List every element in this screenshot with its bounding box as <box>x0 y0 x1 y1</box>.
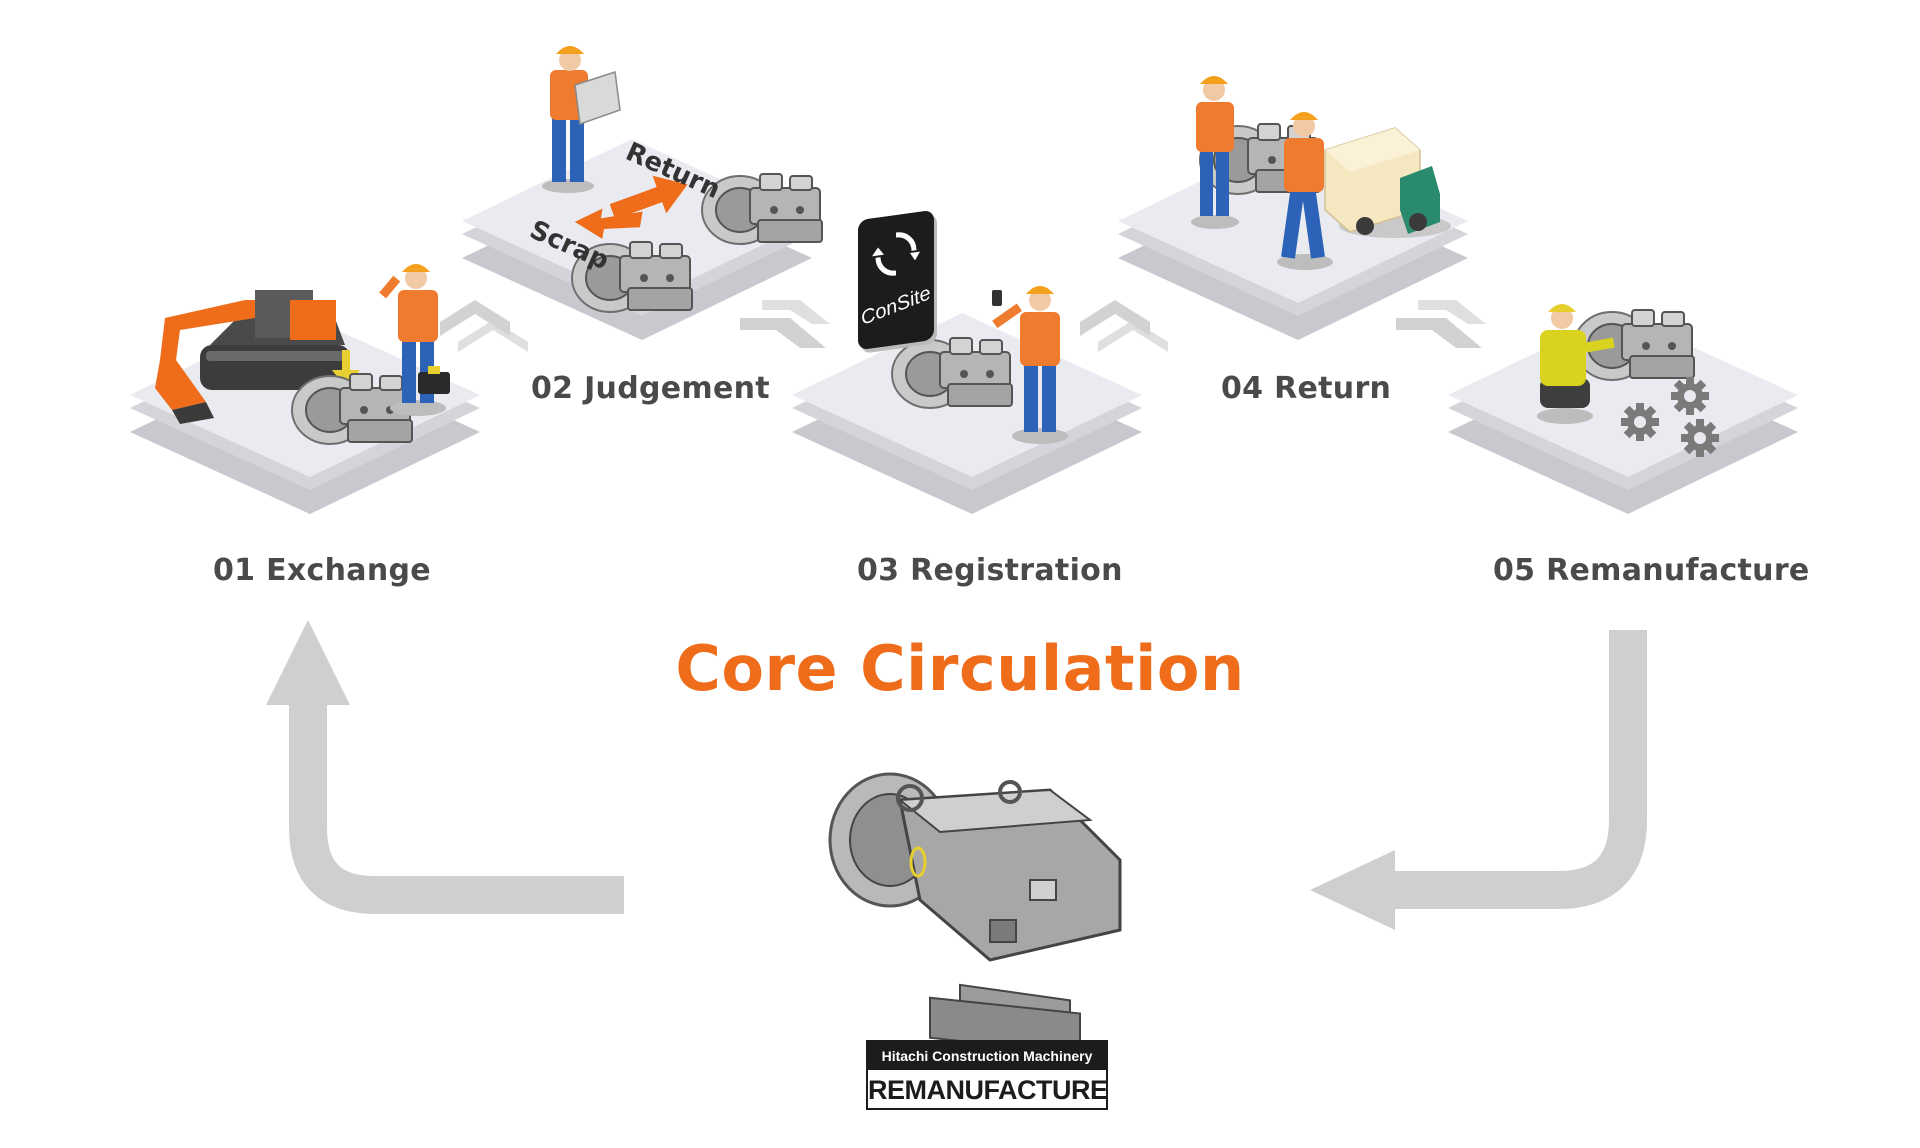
judgement-decision-arrows <box>574 175 688 239</box>
badge-remanufactured-line: REMANUFACTURED <box>868 1075 1106 1105</box>
step-label-judgement: 02 Judgement <box>531 371 770 406</box>
worker-icon-return-1 <box>1191 76 1239 229</box>
worker-icon-return-2 <box>1277 112 1333 270</box>
chevron-1b <box>458 320 528 352</box>
step-chevrons <box>440 300 1486 352</box>
chevron-3b <box>1098 320 1168 352</box>
step-label-remanufacture: 05 Remanufacture <box>1493 553 1810 588</box>
remanufactured-badge: Hitachi Construction Machinery REMANUFAC… <box>866 1040 1108 1110</box>
chevron-2b <box>762 300 830 324</box>
flow-arrow-return-to-start <box>289 705 624 914</box>
scan-phone-icon <box>992 290 1002 306</box>
flow-arrow-right-head <box>1310 850 1395 930</box>
step-label-exchange: 01 Exchange <box>213 553 431 588</box>
consite-app-icon: ConSite <box>858 209 934 351</box>
worker-icon-judgement <box>542 46 621 193</box>
badge-brand-line: Hitachi Construction Machinery <box>868 1042 1106 1070</box>
worker-icon-remanufacture <box>1537 304 1615 424</box>
chevron-1 <box>440 300 510 336</box>
flow-arrow-from-end <box>1395 630 1647 909</box>
chevron-3 <box>1080 300 1150 336</box>
worker-icon-registration <box>992 286 1068 444</box>
chevron-4b <box>1418 300 1486 324</box>
gear-icon-1 <box>1671 377 1709 415</box>
step-label-registration: 03 Registration <box>857 553 1123 588</box>
diagram-title: Core Circulation <box>675 632 1245 705</box>
worker-icon-exchange <box>379 264 450 416</box>
pump-icon-registration <box>891 337 1013 409</box>
step-label-return: 04 Return <box>1221 371 1392 406</box>
chevron-4 <box>1396 318 1482 348</box>
remanufactured-pump-icon <box>828 772 1122 1055</box>
truck-icon <box>1324 127 1451 238</box>
chevron-2 <box>740 318 826 348</box>
flow-arrow-left-head <box>266 620 350 705</box>
gear-icon-2 <box>1621 403 1659 441</box>
gear-icon-3 <box>1681 419 1719 457</box>
recycle-arrows-icon <box>872 232 920 276</box>
